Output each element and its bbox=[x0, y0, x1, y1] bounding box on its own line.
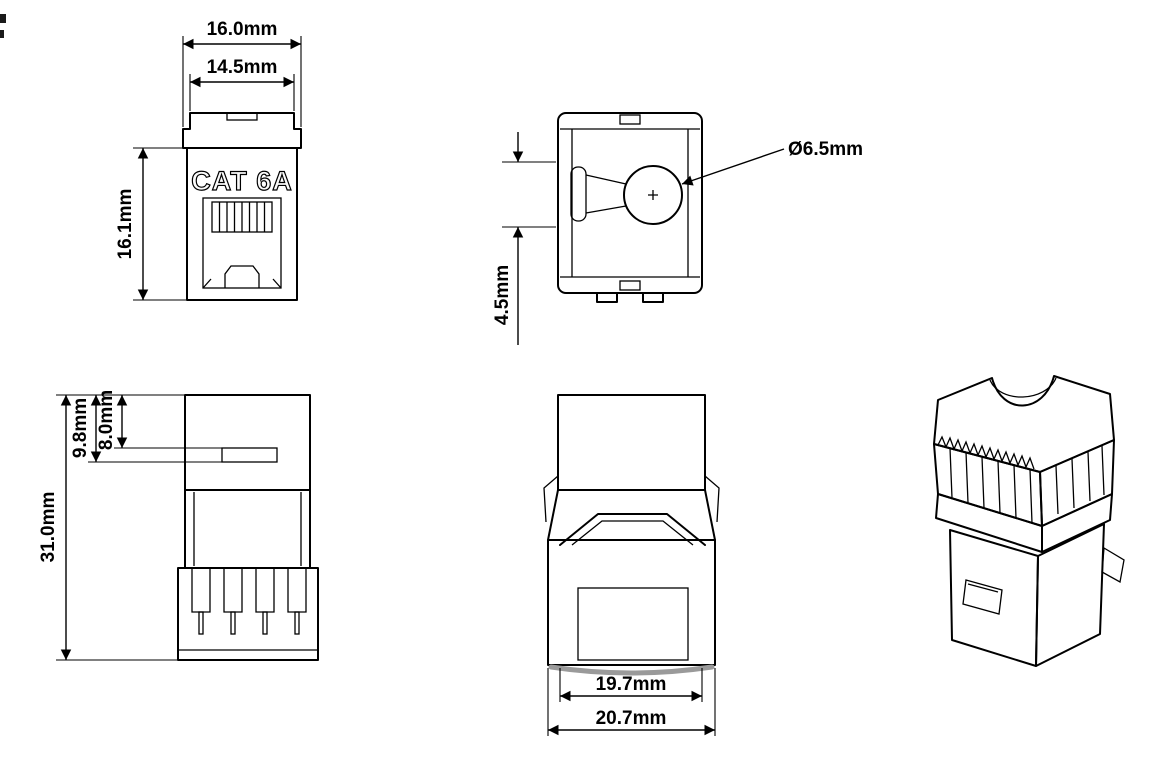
dim-label-20-7: 20.7mm bbox=[596, 708, 667, 729]
top-view: Ø6.5mm 4.5mm bbox=[492, 112, 863, 345]
dim-label-4-5: 4.5mm bbox=[492, 265, 513, 325]
isometric-view bbox=[933, 375, 1125, 667]
top-body-outline bbox=[557, 112, 703, 294]
dim-rear-inner-width: 19.7mm bbox=[559, 668, 703, 702]
dim-label-19-7: 19.7mm bbox=[596, 674, 667, 695]
dim-label-dia-6-5: Ø6.5mm bbox=[788, 139, 863, 160]
dim-front-outer-width: 16.0mm bbox=[182, 19, 302, 127]
rj45-pin-comb bbox=[211, 201, 273, 233]
dim-label-14-5: 14.5mm bbox=[207, 57, 278, 78]
side-idc-towers bbox=[191, 568, 307, 635]
rear-roof-inner-line bbox=[571, 520, 694, 546]
iso-collar-front bbox=[935, 493, 1043, 553]
dim-label-31-0: 31.0mm bbox=[38, 492, 59, 563]
side-lower-block bbox=[177, 567, 319, 661]
top-hole-circle bbox=[623, 165, 683, 225]
top-slot-to-hole-lines bbox=[585, 174, 627, 214]
rear-latch-hook-left bbox=[543, 475, 559, 523]
dim-top-hole-offset: 4.5mm bbox=[492, 132, 556, 345]
dim-rear-outer-width: 20.7mm bbox=[547, 668, 716, 736]
top-slot bbox=[570, 166, 587, 222]
top-tab-upper bbox=[619, 114, 641, 125]
dim-front-inner-width: 14.5mm bbox=[189, 57, 295, 111]
side-middle-block bbox=[184, 489, 311, 569]
dim-top-hole-diameter: Ø6.5mm bbox=[681, 139, 863, 186]
iso-cap-top bbox=[933, 375, 1115, 473]
print-artifact bbox=[0, 14, 6, 38]
front-face-outline bbox=[186, 147, 298, 301]
rear-roof-line bbox=[559, 513, 706, 546]
iso-right-idc-slots bbox=[1055, 445, 1105, 515]
side-upper-block bbox=[184, 394, 311, 491]
rj45-opening bbox=[202, 197, 282, 289]
dim-label-16-1: 16.1mm bbox=[115, 189, 136, 260]
face-label-cat6a: CAT 6A bbox=[191, 166, 293, 196]
side-slot bbox=[221, 447, 278, 463]
rear-bottom-shade bbox=[548, 664, 715, 676]
dim-side-upper-b: 8.0mm bbox=[96, 390, 222, 450]
dim-label-16-0: 16.0mm bbox=[207, 19, 278, 40]
rear-view: 19.7mm 20.7mm bbox=[543, 394, 720, 736]
rj45-latch-notch bbox=[224, 265, 260, 288]
top-foot-right bbox=[642, 292, 664, 303]
dim-side-upper-a: 9.8mm bbox=[70, 395, 222, 463]
top-foot-left bbox=[596, 292, 618, 303]
iso-cap-hole-rim bbox=[989, 377, 1057, 398]
top-tab-lower bbox=[619, 280, 641, 291]
rear-shoulder-diagonals bbox=[547, 489, 716, 541]
dim-label-8-0: 8.0mm bbox=[96, 390, 117, 450]
front-top-tab-outline bbox=[182, 112, 302, 149]
front-top-notch bbox=[226, 112, 258, 121]
side-middle-inner-lines bbox=[193, 492, 302, 566]
dim-front-face-height: 16.1mm bbox=[115, 147, 187, 301]
iso-lower-right-face bbox=[1035, 523, 1105, 667]
rear-upper-block bbox=[557, 394, 706, 491]
iso-front-recess bbox=[962, 579, 1003, 615]
top-inner-lines bbox=[560, 128, 700, 278]
iso-collar-right bbox=[1041, 493, 1113, 553]
rear-lower-block bbox=[547, 539, 716, 666]
front-view: CAT 6A 16.0mm 14.5mm 16.1mm bbox=[115, 19, 302, 301]
rear-inner-cavity bbox=[577, 587, 689, 661]
iso-front-idc-slots bbox=[949, 447, 1033, 524]
iso-wire-teeth bbox=[937, 435, 1035, 470]
iso-side-latch bbox=[1101, 546, 1125, 584]
dim-label-9-8: 9.8mm bbox=[70, 398, 91, 458]
rear-latch-hook-right bbox=[704, 475, 720, 523]
top-hole-center-cross bbox=[648, 190, 658, 200]
side-view: 31.0mm 9.8mm 8.0mm bbox=[38, 390, 319, 661]
rj45-corner-ticks bbox=[202, 278, 282, 289]
